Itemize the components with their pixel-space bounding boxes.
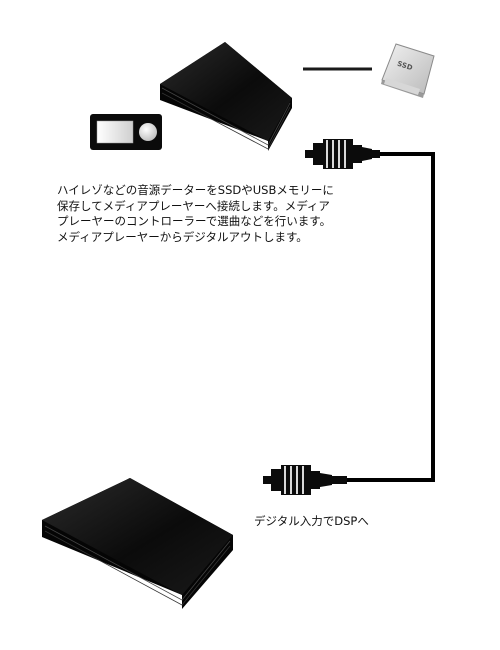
rca-plug-top-icon bbox=[305, 139, 380, 169]
description-line: 保存してメディアプレーヤーへ接続します。メディア bbox=[57, 198, 330, 213]
media-player-box-icon bbox=[160, 42, 292, 151]
rca-plug-bottom-icon bbox=[263, 465, 347, 495]
dsp-box-icon bbox=[42, 478, 233, 609]
remote-controller-icon bbox=[90, 114, 162, 150]
description-line: ハイレゾなどの音源データーをSSDやUSBメモリーに bbox=[57, 183, 334, 197]
digital-cable bbox=[347, 152, 435, 482]
description-text: ハイレゾなどの音源データーをSSDやUSBメモリーに 保存してメディアプレーヤー… bbox=[57, 183, 397, 245]
ssd-drive-icon: SSD bbox=[381, 43, 435, 98]
description-line: メディアプレーヤーからデジタルアウトします。 bbox=[57, 229, 308, 244]
description-line: プレーヤーのコントローラーで選曲などを行います。 bbox=[57, 214, 332, 228]
dsp-input-label: デジタル入力でDSPへ bbox=[254, 514, 369, 528]
